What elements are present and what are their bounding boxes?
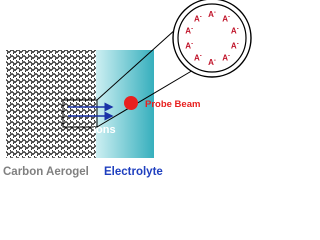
anion-label: A- (194, 53, 202, 62)
zoom-region-box (62, 99, 98, 128)
anion-label: A- (231, 27, 239, 36)
anion-charge: - (191, 27, 193, 33)
anion-charge: - (228, 15, 230, 21)
ions-label: ions (93, 124, 116, 136)
anion-label: A- (185, 27, 193, 36)
anion-charge: - (228, 53, 230, 59)
anion-label: A- (185, 41, 193, 50)
anion-label: A- (208, 10, 216, 19)
anion-group: A-A-A-A-A-A-A-A-A-A- (185, 10, 238, 67)
electrolyte-label: Electrolyte (104, 166, 163, 178)
anion-charge: - (214, 10, 216, 16)
probe-beam-label: Probe Beam (145, 99, 200, 110)
anion-label: A- (194, 15, 202, 24)
anion-charge: - (237, 27, 239, 33)
diagram-svg: Probe Beam ions Carbon Aerogel Electroly… (3, 0, 252, 178)
anion-charge: - (191, 41, 193, 47)
anion-label: A- (208, 58, 216, 67)
zoom-line-bottom (96, 65, 201, 128)
anion-charge: - (237, 41, 239, 47)
anion-charge: - (214, 58, 216, 64)
inset-inner-circle (177, 3, 247, 73)
anion-label: A- (222, 53, 230, 62)
anion-charge: - (200, 15, 202, 21)
anion-label: A- (231, 41, 239, 50)
magnified-inset: A-A-A-A-A-A-A-A-A-A- (172, 0, 252, 78)
anion-charge: - (200, 53, 202, 59)
carbon-aerogel-label: Carbon Aerogel (3, 166, 89, 178)
carbon-aerogel-region (6, 50, 96, 158)
probe-beam-dot (124, 96, 138, 110)
anion-label: A- (222, 15, 230, 24)
diagram-canvas: Probe Beam ions Carbon Aerogel Electroly… (3, 0, 252, 178)
